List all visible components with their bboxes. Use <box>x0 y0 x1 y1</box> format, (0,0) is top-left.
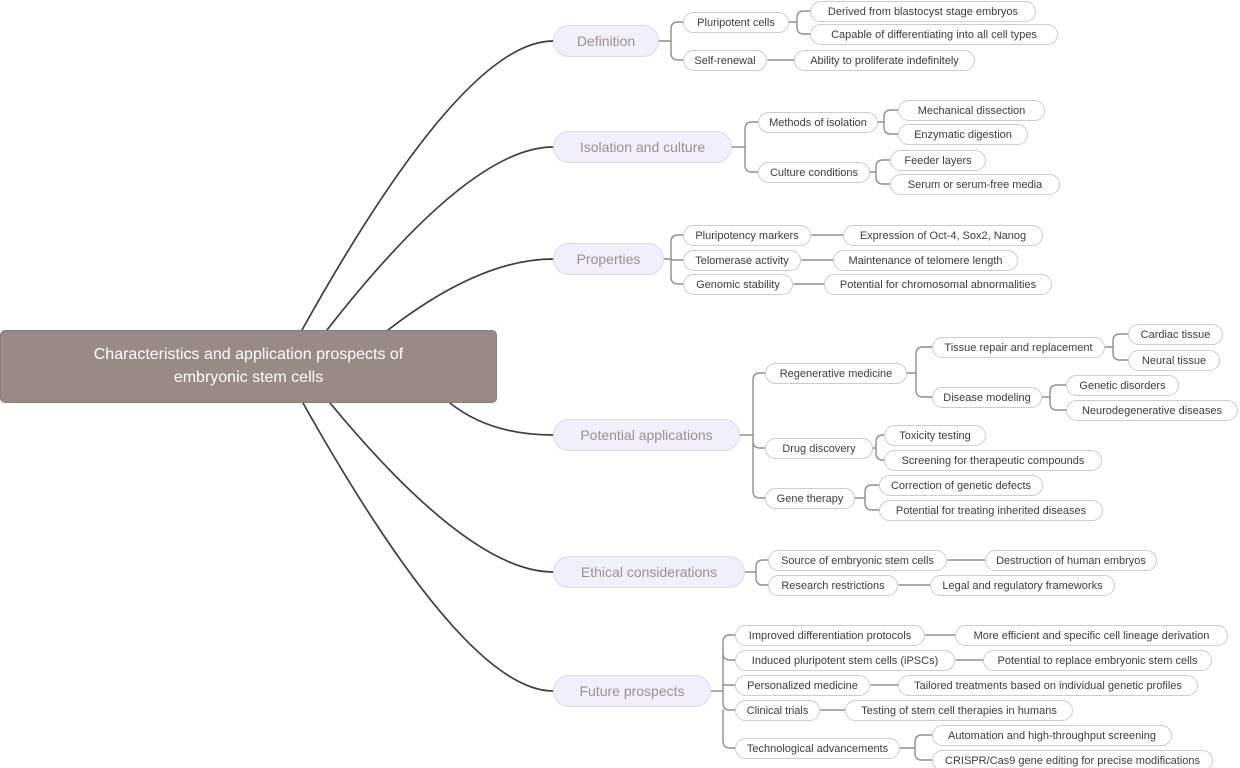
branch-potential-applications[interactable]: Potential applications <box>553 419 740 451</box>
node-proliferate-indefinitely[interactable]: Ability to proliferate indefinitely <box>794 50 975 71</box>
node-genomic-stability[interactable]: Genomic stability <box>683 274 793 295</box>
node-drug-discovery[interactable]: Drug discovery <box>765 438 873 459</box>
node-source-of-escs[interactable]: Source of embryonic stem cells <box>768 550 947 571</box>
node-enzymatic-digestion[interactable]: Enzymatic digestion <box>898 124 1028 145</box>
node-pluripotent-cells[interactable]: Pluripotent cells <box>683 12 789 33</box>
sub-branch-connectors <box>658 10 1129 761</box>
node-technological-advancements[interactable]: Technological advancements <box>735 738 900 759</box>
branch-properties[interactable]: Properties <box>553 243 664 275</box>
node-capable-differentiating[interactable]: Capable of differentiating into all cell… <box>810 24 1058 45</box>
node-clinical-trials[interactable]: Clinical trials <box>735 700 820 721</box>
branch-definition[interactable]: Definition <box>553 25 659 57</box>
node-chromosomal-abnormalities[interactable]: Potential for chromosomal abnormalities <box>824 274 1052 295</box>
node-gene-therapy[interactable]: Gene therapy <box>765 488 855 509</box>
node-cardiac-tissue[interactable]: Cardiac tissue <box>1128 324 1223 345</box>
node-treating-inherited-diseases[interactable]: Potential for treating inherited disease… <box>879 500 1103 521</box>
node-automation-screening[interactable]: Automation and high-throughput screening <box>932 725 1172 746</box>
node-neurodegenerative-diseases[interactable]: Neurodegenerative diseases <box>1066 400 1238 421</box>
node-neural-tissue[interactable]: Neural tissue <box>1128 350 1220 371</box>
branch-future-prospects[interactable]: Future prospects <box>553 675 711 707</box>
node-personalized-medicine[interactable]: Personalized medicine <box>735 675 870 696</box>
node-ipscs[interactable]: Induced pluripotent stem cells (iPSCs) <box>735 650 955 671</box>
node-toxicity-testing[interactable]: Toxicity testing <box>884 425 986 446</box>
root-branch-connectors <box>301 40 554 692</box>
node-research-restrictions[interactable]: Research restrictions <box>768 575 898 596</box>
node-pluripotency-markers[interactable]: Pluripotency markers <box>683 225 811 246</box>
node-culture-conditions[interactable]: Culture conditions <box>758 162 870 183</box>
node-tailored-treatments[interactable]: Tailored treatments based on individual … <box>898 675 1198 696</box>
node-expression-oct4[interactable]: Expression of Oct-4, Sox2, Nanog <box>843 225 1043 246</box>
node-testing-therapies-humans[interactable]: Testing of stem cell therapies in humans <box>845 700 1073 721</box>
node-screening-compounds[interactable]: Screening for therapeutic compounds <box>884 450 1102 471</box>
node-destruction-human-embryos[interactable]: Destruction of human embryos <box>985 550 1157 571</box>
node-mechanical-dissection[interactable]: Mechanical dissection <box>898 100 1045 121</box>
node-legal-frameworks[interactable]: Legal and regulatory frameworks <box>930 575 1115 596</box>
branch-ethical-considerations[interactable]: Ethical considerations <box>553 556 745 588</box>
branch-isolation-culture[interactable]: Isolation and culture <box>553 131 732 163</box>
node-feeder-layers[interactable]: Feeder layers <box>890 150 986 171</box>
node-telomere-length[interactable]: Maintenance of telomere length <box>833 250 1018 271</box>
node-tissue-repair[interactable]: Tissue repair and replacement <box>932 337 1105 358</box>
node-methods-of-isolation[interactable]: Methods of isolation <box>758 112 878 133</box>
node-derived-from-blastocyst[interactable]: Derived from blastocyst stage embryos <box>810 1 1036 22</box>
node-telomerase-activity[interactable]: Telomerase activity <box>683 250 801 271</box>
node-serum-media[interactable]: Serum or serum-free media <box>890 174 1060 195</box>
node-crispr-editing[interactable]: CRISPR/Cas9 gene editing for precise mod… <box>932 750 1213 768</box>
node-self-renewal[interactable]: Self-renewal <box>683 50 767 71</box>
node-disease-modeling[interactable]: Disease modeling <box>932 387 1042 408</box>
node-regenerative-medicine[interactable]: Regenerative medicine <box>765 363 907 384</box>
node-improved-differentiation[interactable]: Improved differentiation protocols <box>735 625 925 646</box>
node-correction-genetic-defects[interactable]: Correction of genetic defects <box>879 475 1043 496</box>
node-replace-escs[interactable]: Potential to replace embryonic stem cell… <box>983 650 1212 671</box>
node-genetic-disorders[interactable]: Genetic disorders <box>1066 375 1179 396</box>
node-cell-lineage-derivation[interactable]: More efficient and specific cell lineage… <box>955 625 1228 646</box>
node-root[interactable]: Characteristics and application prospect… <box>0 330 497 403</box>
